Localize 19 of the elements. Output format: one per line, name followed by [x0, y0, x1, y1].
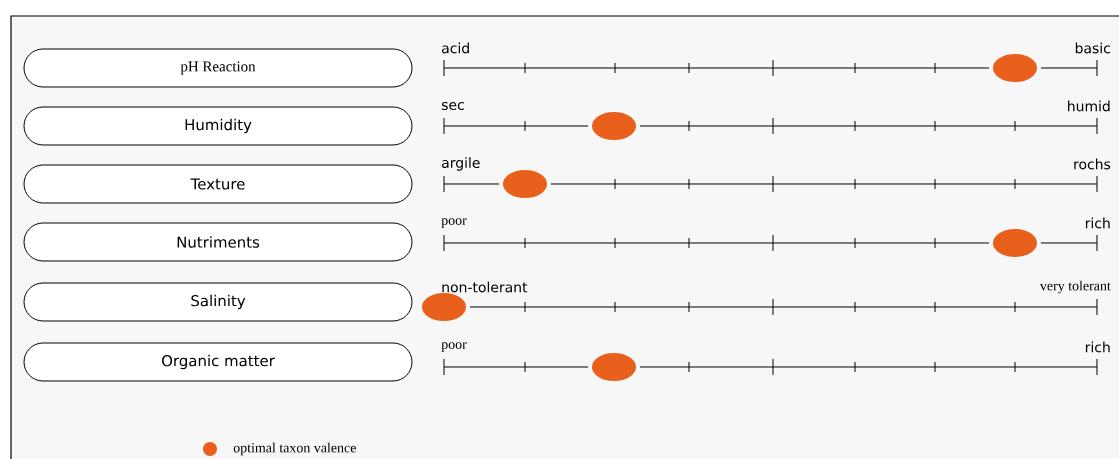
- label-box: Texture: [23, 164, 413, 204]
- label-box: Organic matter: [23, 342, 413, 382]
- scale-end-label: very tolerant: [1039, 280, 1111, 294]
- scale-end-label: basic: [1075, 42, 1110, 54]
- scale-end-label: rich: [1085, 217, 1110, 229]
- scale-end-label: rich: [1085, 341, 1110, 353]
- scale-end-label: humid: [1068, 100, 1110, 112]
- scale-end-label: poor: [441, 218, 467, 228]
- scale-end-label: poor: [441, 342, 467, 352]
- scale-end-label: acid: [442, 42, 469, 54]
- scale-end-label: sec: [441, 102, 464, 110]
- scale-end-label: rochs: [1074, 158, 1111, 170]
- label-box: pH Reaction: [23, 48, 413, 88]
- legend-text: optimal taxon valence: [233, 442, 356, 456]
- scale-end-label: non-tolerant: [442, 281, 528, 293]
- label-box: Humidity: [23, 106, 413, 146]
- label-box: Salinity: [23, 282, 413, 322]
- label-box: Nutriments: [23, 222, 413, 262]
- scale-end-label: argile: [442, 157, 480, 171]
